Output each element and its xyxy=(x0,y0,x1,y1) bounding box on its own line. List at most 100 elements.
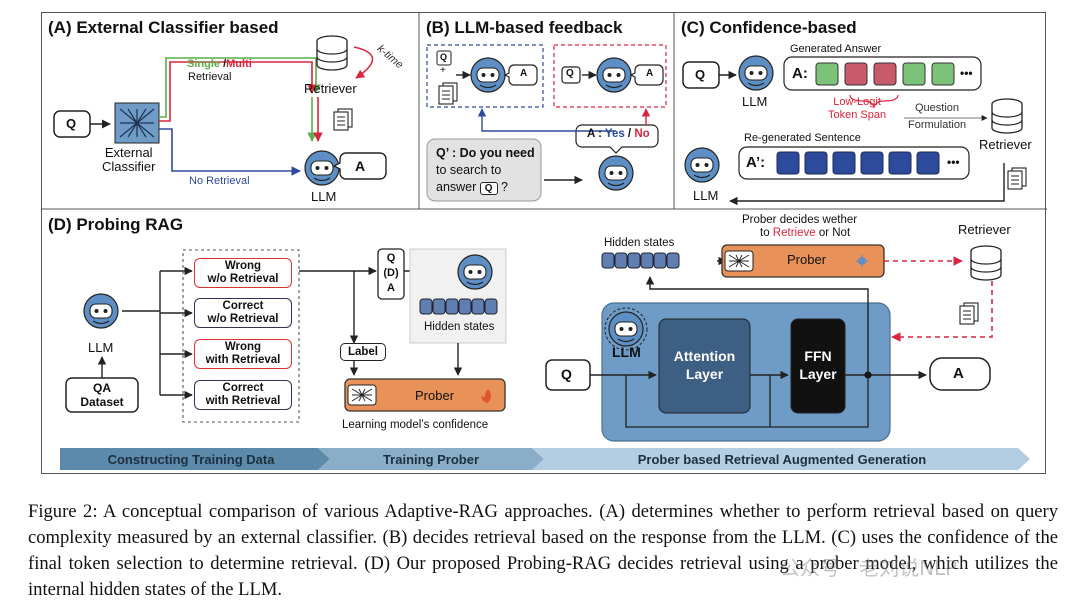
panel-b-answer-prefix: A : xyxy=(587,128,602,140)
no-retrieval-label: No Retrieval xyxy=(189,175,250,187)
stage-training: Training Prober xyxy=(382,451,480,467)
hidden-state-cell xyxy=(432,298,446,315)
query-q-prime: Q’ : Do you need xyxy=(436,146,535,160)
prober-decides-retrieve: Retrieve xyxy=(772,227,816,239)
hidden-state-cell xyxy=(484,298,498,315)
answer-token xyxy=(873,62,897,86)
hidden-states-right-cells xyxy=(601,252,680,269)
panel-b-answer-blue: A xyxy=(520,68,528,79)
yes-label: Yes xyxy=(604,128,625,140)
regenerated-token xyxy=(776,151,800,175)
query-end: ? xyxy=(501,180,508,194)
panel-b-query-red: Q xyxy=(566,68,574,79)
learning-confidence-label: Learning model’s confidence xyxy=(342,419,489,431)
generated-answer-label: Generated Answer xyxy=(790,43,882,55)
prober-decides-line1: Prober decides wether xyxy=(742,214,858,226)
slash-label: / xyxy=(220,58,227,70)
panel-a-answer: A xyxy=(355,158,366,174)
outcome-correct-no-retrieval: Correct w/o Retrieval xyxy=(194,298,292,328)
regenerated-sentence-tokens xyxy=(776,151,940,175)
qa-dataset-label: QA Dataset xyxy=(80,381,124,409)
question-label: Question xyxy=(915,102,960,114)
regenerated-token xyxy=(888,151,912,175)
panel-a-retriever-label: Retriever xyxy=(304,81,357,96)
panel-c-title: (C) Confidence-based xyxy=(681,18,857,37)
external-classifier-label: External Classifier xyxy=(102,145,156,174)
hidden-states-left-cells xyxy=(419,298,498,315)
regenerated-label: Re-generated Sentence xyxy=(744,132,861,144)
panel-b-answer-red: A xyxy=(646,68,654,79)
hidden-state-cell xyxy=(653,252,667,269)
answer-dots: ••• xyxy=(960,66,973,80)
stage-constructing: Constructing Training Data xyxy=(107,451,275,467)
panel-c-llm-label: LLM xyxy=(742,94,768,109)
outcome-wrong-with-retrieval: Wrong with Retrieval xyxy=(194,339,292,369)
regenerated-token xyxy=(916,151,940,175)
panel-c-graphics xyxy=(682,55,1027,206)
panel-d-answer: A xyxy=(953,365,964,382)
hidden-state-cell xyxy=(445,298,459,315)
figure-caption: Figure 2: A conceptual comparison of var… xyxy=(28,501,1058,600)
low-logit-label: Low-Logit Token Span xyxy=(828,96,887,121)
query-line2: to search to xyxy=(436,163,502,177)
watermark: 公众号 · 老刘说NLP xyxy=(780,556,958,580)
panel-d-query: Q xyxy=(561,366,572,382)
regenerated-token xyxy=(804,151,828,175)
attention-layer-label: Attention Layer xyxy=(673,348,736,382)
panel-d-title: (D) Probing RAG xyxy=(48,215,184,234)
hidden-state-cell xyxy=(666,252,680,269)
panel-d-graphics xyxy=(60,244,1030,470)
panel-b-graphics xyxy=(426,44,667,202)
panel-d-retriever-label: Retriever xyxy=(958,222,1011,237)
regenerated-token xyxy=(832,151,856,175)
hidden-state-cell xyxy=(627,252,641,269)
prober-right-label: Prober xyxy=(787,252,827,267)
panel-c-retriever-label: Retriever xyxy=(979,137,1032,152)
no-label: No xyxy=(634,128,650,140)
multi-label: Multi xyxy=(226,58,252,70)
qda-label: Q (D) A xyxy=(383,252,399,294)
query-q-chip: Q xyxy=(479,182,498,195)
hidden-state-cell xyxy=(640,252,654,269)
panel-a-llm-label: LLM xyxy=(311,189,337,204)
panel-b-plus: + xyxy=(440,65,446,76)
answer-token xyxy=(815,62,839,86)
panel-b-title: (B) LLM-based feedback xyxy=(426,18,623,37)
panel-a-graphics xyxy=(53,35,387,186)
panel-b-query-small: Q xyxy=(440,52,448,62)
query-line3: answer xyxy=(436,180,477,194)
ffn-layer-label: FFN Layer xyxy=(799,348,837,382)
panel-c-query: Q xyxy=(695,67,706,82)
regen-dots: ••• xyxy=(947,155,960,169)
prober-decides-or-not: or Not xyxy=(815,227,851,239)
panel-a-title: (A) External Classifier based xyxy=(48,18,279,37)
panel-d-llm-label: LLM xyxy=(88,340,114,355)
regenerated-token xyxy=(860,151,884,175)
hidden-state-cell xyxy=(419,298,433,315)
outcome-correct-with-retrieval: Correct with Retrieval xyxy=(194,380,292,410)
prober-left-label: Prober xyxy=(415,388,455,403)
formulation-label: Formulation xyxy=(908,119,967,131)
hidden-states-right-label: Hidden states xyxy=(604,237,675,249)
hidden-states-left-label: Hidden states xyxy=(424,321,495,333)
inner-llm-label: LLM xyxy=(612,344,641,360)
figure-frame: (A) External Classifier based (B) LLM-ba… xyxy=(41,12,1047,474)
diagram-canvas xyxy=(42,13,1047,470)
label-box: Label xyxy=(340,343,386,361)
answer-token xyxy=(844,62,868,86)
answer-token xyxy=(902,62,926,86)
single-label: Single xyxy=(187,58,221,70)
hidden-state-cell xyxy=(458,298,472,315)
hidden-state-cell xyxy=(601,252,615,269)
prober-decides-to: to xyxy=(760,227,773,239)
panel-a-query: Q xyxy=(66,116,77,131)
answer-prefix: A: xyxy=(792,65,808,82)
hidden-state-cell xyxy=(471,298,485,315)
answer2-prefix: A’: xyxy=(746,154,766,171)
hidden-state-cell xyxy=(614,252,628,269)
panel-c-llm2-label: LLM xyxy=(693,188,719,203)
retrieval-label: Retrieval xyxy=(188,71,232,83)
outcome-wrong-no-retrieval: Wrong w/o Retrieval xyxy=(194,258,292,288)
yesno-slash: / xyxy=(624,128,635,140)
answer-token xyxy=(931,62,955,86)
